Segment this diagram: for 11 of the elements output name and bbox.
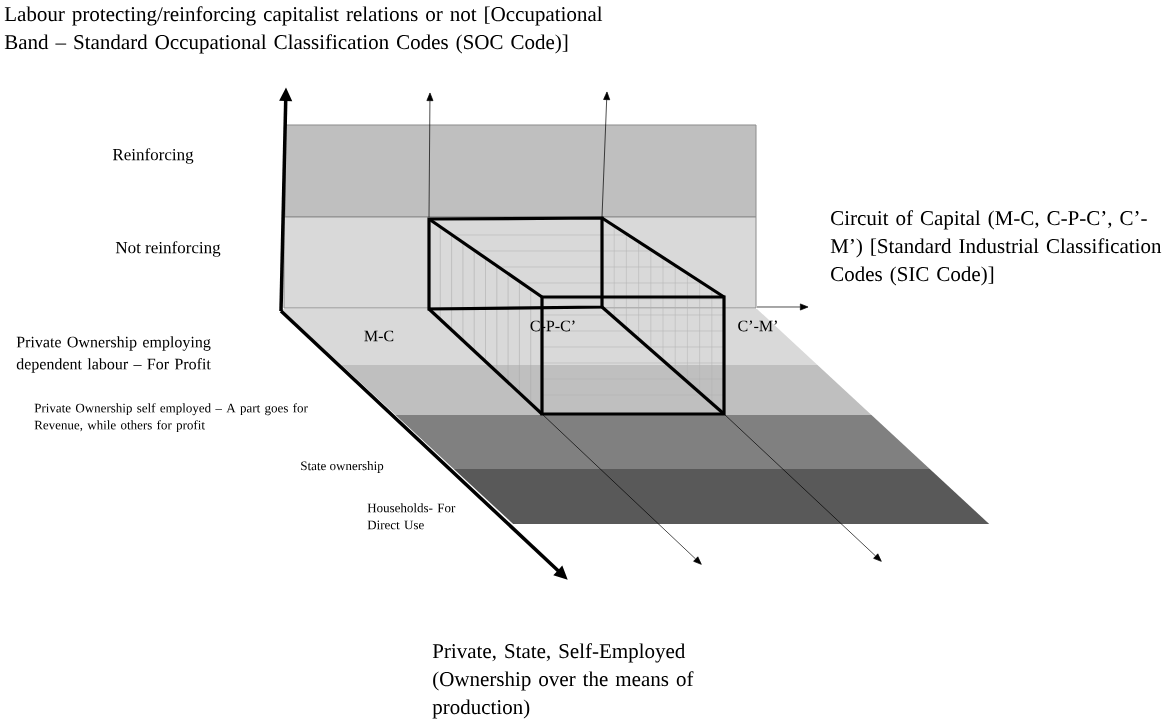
band-label: Reinforcing xyxy=(112,148,194,164)
row-label: Private Ownership self employed – A part goes for Revenue, while others for profit xyxy=(34,403,308,433)
column-label: M-C xyxy=(364,330,394,342)
axis-label: Circuit of Capital (M-C, C-P-C’, C’-M’) [Standard Industrial Classification Codes (SIC Code)] xyxy=(830,210,1162,286)
axis-label: Private, State, Self-Employed (Ownership over the means of production) xyxy=(432,643,694,719)
column-label: C’-M’ xyxy=(738,320,777,332)
row-label: Private Ownership employing dependent labour – For Profit xyxy=(16,336,211,373)
axis-label: Labour protecting/reinforcing capitalist relations or not [Occupational Band – Standard Occupational Classification Codes (SOC Code)] xyxy=(4,6,603,54)
row-label: Households- For Direct Use xyxy=(367,503,456,530)
band-label: Not reinforcing xyxy=(115,241,221,257)
row-label: State ownership xyxy=(301,461,384,473)
